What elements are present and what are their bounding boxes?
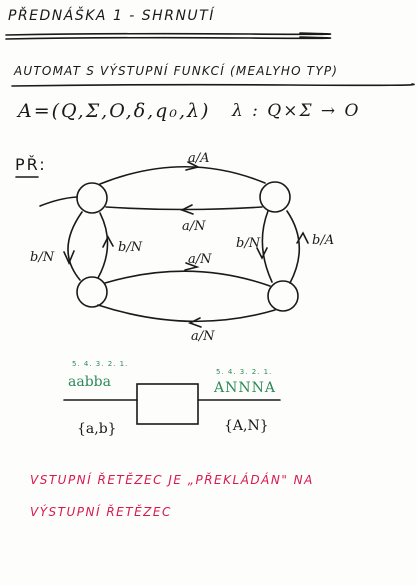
state-bottom-right [267,280,299,312]
page-title: PŘEDNÁŠKA 1 - SHRNUTÍ [8,8,215,24]
output-alphabet: {A,N} [224,418,269,434]
label-right-outer: b/A [312,233,335,248]
state-top-right [259,181,291,213]
edge-right-outer [286,210,301,284]
label-bottom-edge: a/N [191,329,215,344]
edge-left-outer-head [63,250,75,266]
edge-left-inner-head [102,235,114,248]
input-word: aabba [68,374,111,390]
section-heading: AUTOMAT S VÝSTUPNÍ FUNKCÍ (MEALYHO TYP) [14,64,339,78]
label-right-inner: b/N [236,236,261,251]
edge-right-outer-head [296,231,309,244]
output-word: ANNNA [214,380,276,396]
transducer-box [136,383,199,425]
title-underline-2 [5,36,332,40]
edge-top-back-head [179,204,194,215]
state-top-left [76,182,108,214]
label-left-outer: b/N [30,250,55,265]
automaton-tuple: A=(Q,Σ,O,δ,q₀,λ) [18,100,211,122]
label-top-edge: a/A [188,151,210,166]
edge-right-inner [261,210,273,283]
note-line-2: VÝSTUPNÍ ŘETĚZEC [30,505,172,519]
example-label: PŘ: [15,155,47,174]
input-position-numbers: 5. 4. 3. 2. 1. [72,360,129,368]
start-arrow [39,196,78,207]
output-function: λ : Q×Σ → O [232,101,361,121]
edge-right-inner-head [256,247,268,260]
input-alphabet: {a,b} [77,421,117,437]
label-top-back-edge: a/N [182,219,206,234]
label-left-inner: b/N [118,240,143,255]
edge-top [99,165,266,185]
edge-left-inner [97,212,109,279]
edge-top-head [185,161,201,171]
edge-middle [104,270,271,287]
label-middle-edge: a/N [188,252,212,267]
edge-bottom-head [187,317,202,328]
state-bottom-left [76,276,108,308]
edge-left-outer [67,211,83,281]
subtitle-underline [11,83,415,87]
edge-middle-head [184,262,200,271]
output-position-numbers: 5. 4. 3. 2. 1. [216,368,273,376]
title-underline-1 [5,32,332,36]
edge-bottom [97,304,276,323]
note-line-1: VSTUPNÍ ŘETĚZEC JE „PŘEKLÁDÁN" NA [30,473,314,487]
